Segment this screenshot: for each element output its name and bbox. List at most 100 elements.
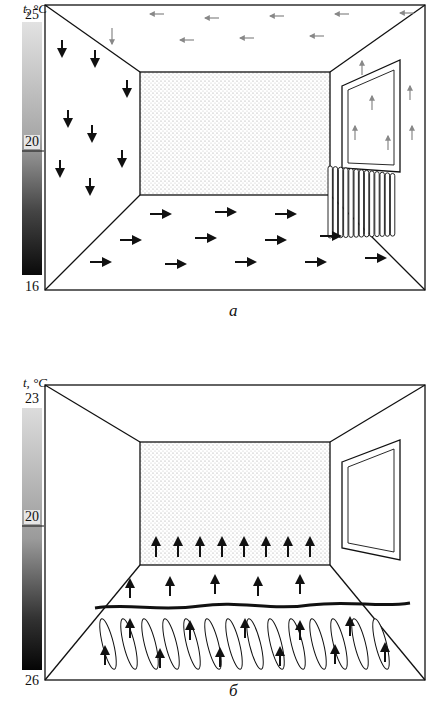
radiator-fin (375, 172, 379, 237)
air-flow-arrow (205, 17, 219, 18)
air-flow-arrow (126, 80, 128, 96)
air-flow-arrow (150, 213, 170, 215)
air-flow-arrow (257, 578, 259, 596)
air-flow-arrow (219, 649, 221, 667)
air-flow-arrow (94, 50, 96, 66)
radiator-fin (328, 166, 332, 238)
air-flow-arrow (365, 257, 385, 259)
air-flow-arrow (150, 13, 164, 14)
pipe-loop (285, 617, 308, 670)
tick-line (22, 526, 44, 527)
air-flow-arrow (120, 239, 140, 241)
air-flow-arrow (409, 86, 410, 100)
air-flow-arrow (244, 620, 246, 638)
radiator-fin (385, 173, 389, 236)
air-flow-arrow (121, 150, 123, 166)
temperature-bar (22, 22, 42, 275)
window (342, 60, 400, 172)
radiator-fin (359, 170, 363, 237)
pipe-loop (306, 617, 329, 670)
air-flow-arrow (240, 37, 254, 38)
pipe-loop (117, 617, 140, 670)
air-flow-arrow (305, 261, 325, 263)
air-flow-arrow (279, 648, 281, 666)
tick-value: 20 (24, 135, 40, 149)
pipe-loop (348, 617, 371, 670)
air-flow-arrow (310, 35, 324, 36)
pipe-loop (201, 617, 224, 670)
tick-line (22, 151, 44, 152)
air-flow-arrow (299, 576, 301, 594)
axis-label: t, °C (23, 376, 47, 389)
air-flow-arrow (104, 647, 106, 665)
pipe-loop (96, 617, 119, 670)
panel-caption: б (229, 682, 238, 699)
air-flow-arrow (59, 160, 61, 176)
pipe-loop (327, 617, 350, 670)
air-flow-arrow (169, 578, 171, 596)
air-flow-arrow (235, 261, 255, 263)
air-flow-arrow (335, 13, 349, 14)
air-flow-arrow (129, 580, 131, 598)
air-flow-arrow (334, 646, 336, 664)
air-flow-arrow (89, 178, 91, 194)
air-flow-arrow (354, 126, 355, 140)
air-flow-arrows (60, 13, 414, 668)
air-flow-arrow (67, 110, 69, 126)
floor-surface (95, 603, 410, 608)
pipe-loop (180, 617, 203, 670)
air-flow-arrow (189, 622, 191, 640)
air-flow-arrow (349, 618, 351, 636)
air-flow-arrow (159, 650, 161, 668)
radiator-fin (370, 171, 374, 237)
air-flow-arrow (111, 28, 112, 44)
pipe-loop (264, 617, 287, 670)
air-flow-arrow (299, 622, 301, 640)
air-flow-arrow (199, 538, 201, 557)
air-flow-arrow (371, 96, 372, 110)
room-a (22, 5, 425, 290)
radiator-fin (354, 169, 358, 237)
air-flow-arrow (387, 136, 388, 150)
air-flow-arrow (384, 644, 386, 662)
window (342, 440, 400, 560)
tick-value: 20 (24, 510, 40, 524)
radiator-fin (390, 173, 394, 236)
air-flow-arrow (265, 538, 267, 557)
radiator (328, 166, 395, 238)
air-flow-arrow (287, 538, 289, 557)
air-flow-arrow (275, 213, 295, 215)
floor-heating-pipes (96, 617, 392, 670)
tick-value: 25 (24, 8, 40, 22)
back-wall (140, 442, 330, 565)
back-wall (140, 72, 330, 195)
air-flow-arrow (265, 239, 285, 241)
pipe-loop (369, 617, 392, 670)
tick-value: 23 (24, 392, 40, 406)
room-outline (45, 5, 425, 290)
air-flow-arrow (91, 125, 93, 141)
air-flow-arrow (180, 39, 194, 40)
radiator-fin (344, 168, 348, 238)
radiator-fin (364, 170, 368, 237)
pipe-loop (159, 617, 182, 670)
panel-caption: а (229, 302, 238, 319)
air-flow-arrow (129, 620, 131, 638)
radiator-fin (349, 168, 353, 237)
temperature-bar (22, 408, 42, 670)
radiator-fin (380, 172, 384, 236)
air-flow-arrow (90, 261, 110, 263)
air-flow-arrow (61, 40, 63, 56)
pipe-loop (222, 617, 245, 670)
air-flow-arrow (320, 235, 340, 237)
air-flow-arrow (411, 126, 412, 140)
air-flow-arrow (177, 538, 179, 557)
air-flow-arrow (243, 538, 245, 557)
air-flow-arrow (361, 61, 362, 75)
air-flow-arrow (165, 263, 185, 265)
radiator-fin (338, 167, 342, 237)
air-flow-arrow (309, 538, 311, 557)
tick-value: 26 (24, 674, 40, 688)
pipe-loop (138, 617, 161, 670)
